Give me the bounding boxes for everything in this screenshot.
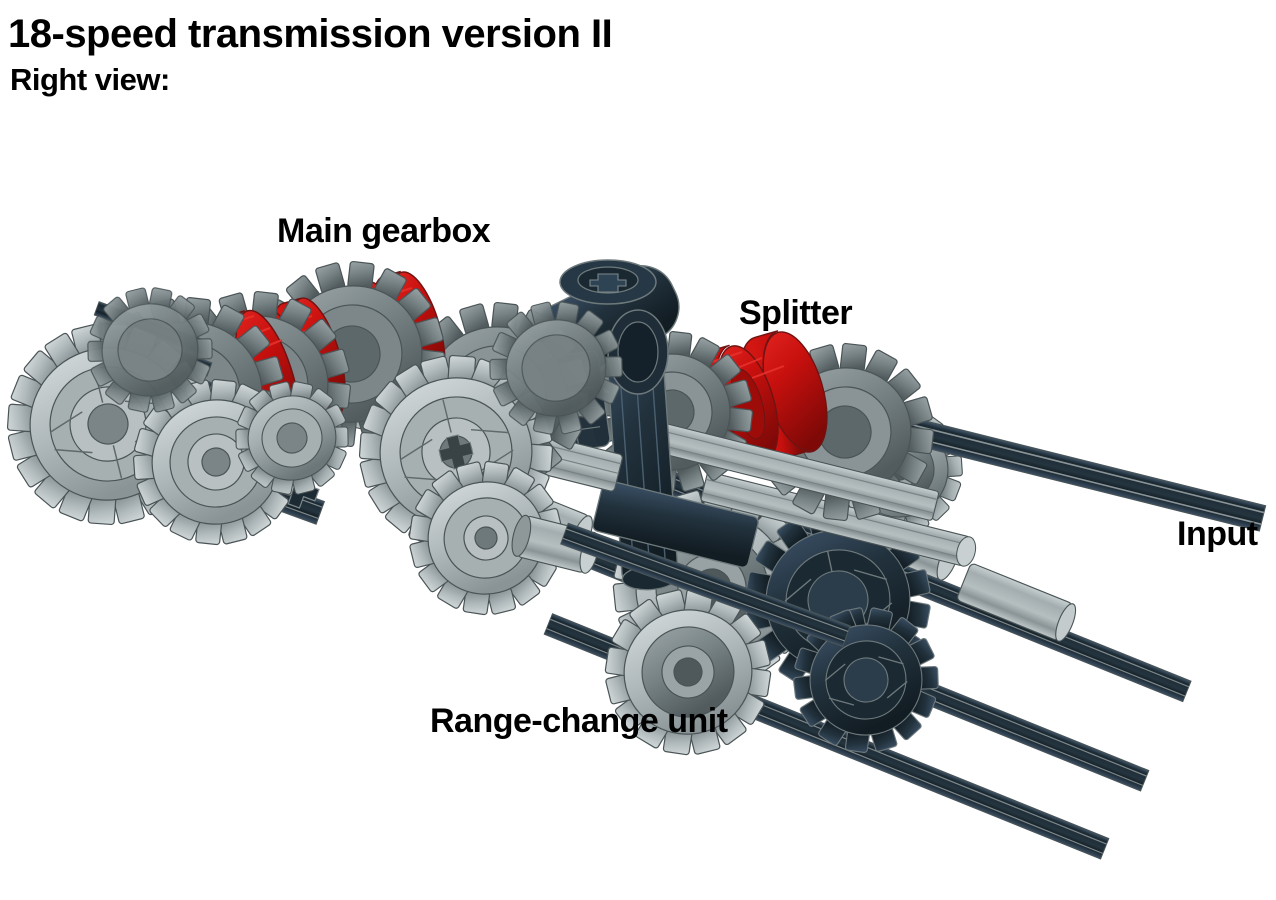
rear-gear-cluster	[87, 287, 623, 435]
range-gear-mid	[604, 588, 772, 756]
page-subtitle: Right view:	[10, 62, 170, 97]
label-splitter: Splitter	[739, 294, 853, 332]
label-main-gearbox: Main gearbox	[277, 212, 491, 250]
label-range-change-unit: Range-change unit	[430, 702, 728, 740]
page-title: 18-speed transmission version II	[8, 12, 613, 56]
label-input: Input	[1177, 515, 1258, 553]
left-gear-small	[235, 381, 349, 495]
center-gear-lower	[408, 460, 564, 616]
center-gear-cluster	[358, 354, 851, 648]
range-gear-navy-2	[792, 607, 939, 753]
housing-pin-boss	[607, 309, 669, 395]
housing-axle-boss	[559, 259, 657, 305]
